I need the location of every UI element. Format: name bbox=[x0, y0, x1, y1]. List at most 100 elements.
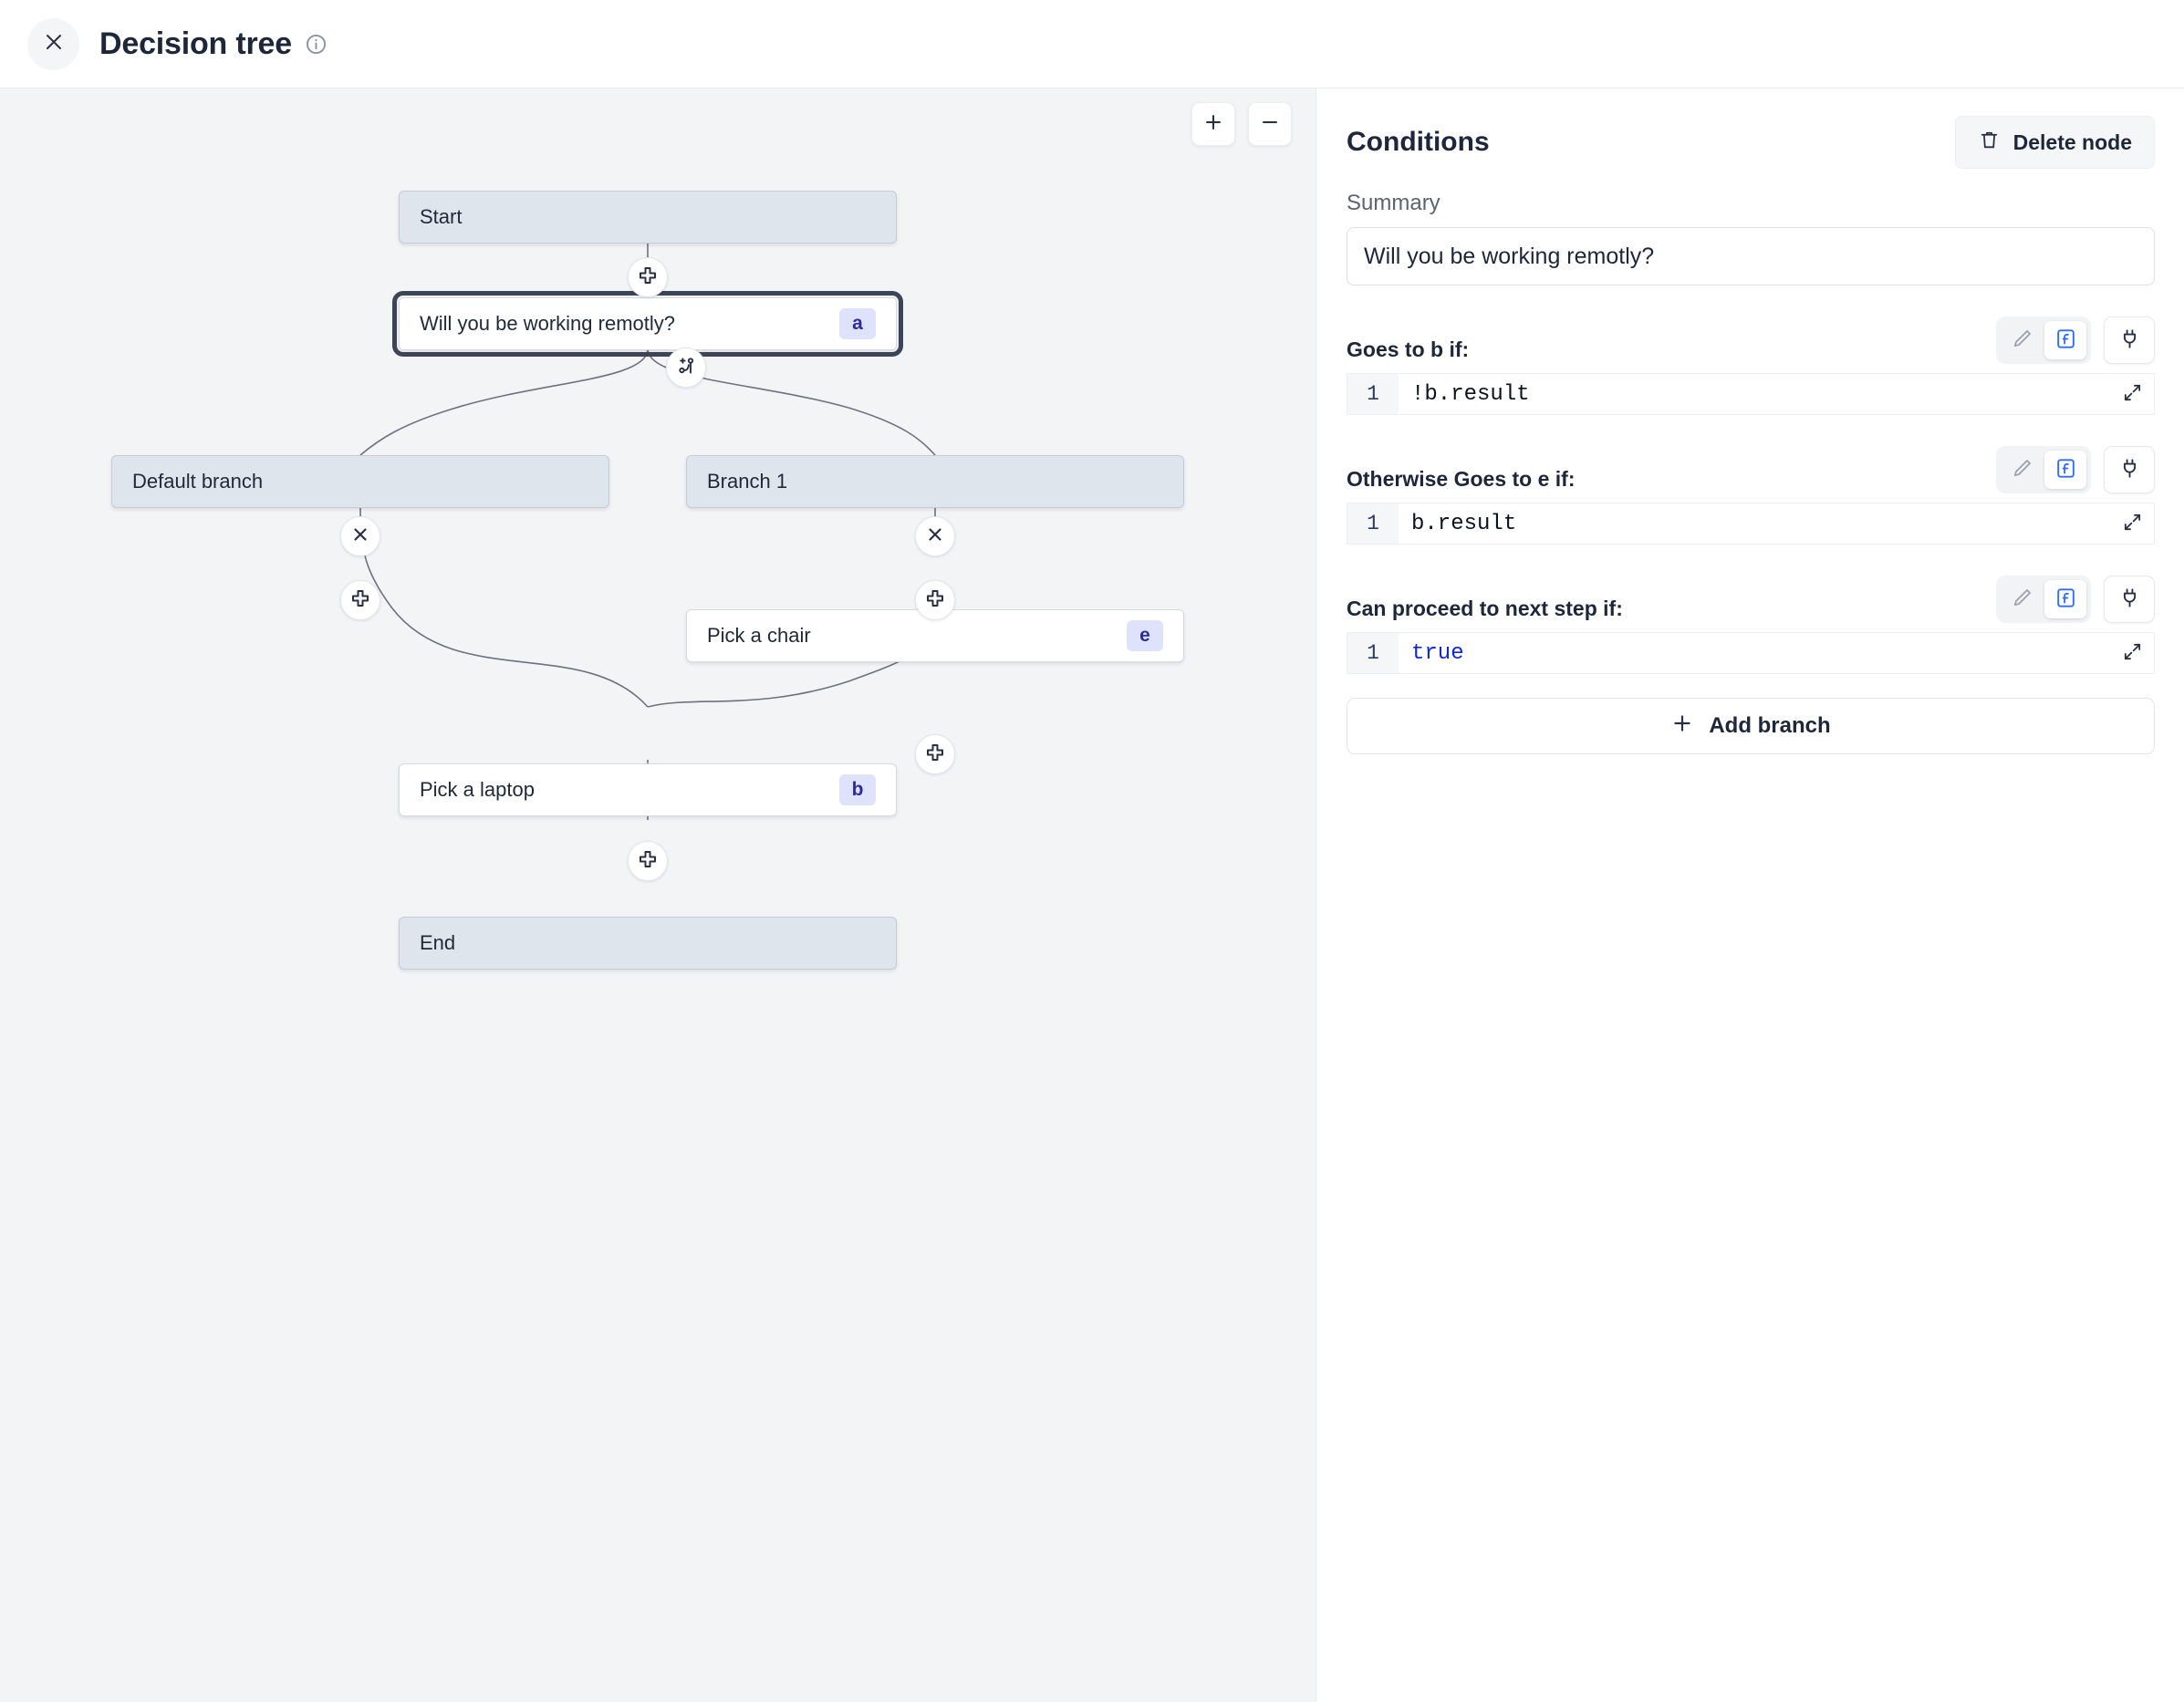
close-button[interactable] bbox=[27, 17, 79, 70]
condition-tools bbox=[1996, 576, 2155, 623]
editor-mode-toggle bbox=[1996, 317, 2091, 364]
zoom-out-button[interactable] bbox=[1248, 102, 1292, 146]
flow-graph: Start Will you be working remotly? a Def… bbox=[0, 88, 1316, 1702]
condition-label: Can proceed to next step if: bbox=[1347, 597, 1623, 620]
plug-icon-button[interactable] bbox=[2104, 446, 2155, 493]
delete-edge-button-default-branch[interactable] bbox=[340, 516, 380, 556]
plus-icon bbox=[1202, 111, 1224, 138]
editor-mode-toggle bbox=[1996, 446, 2091, 493]
function-icon bbox=[2054, 586, 2077, 612]
node-badge: a bbox=[839, 308, 876, 339]
code-editor-row[interactable]: 1 true bbox=[1347, 632, 2155, 674]
node-badge: b bbox=[839, 774, 876, 805]
expand-editor-button[interactable] bbox=[2114, 506, 2150, 543]
node-badge: e bbox=[1127, 620, 1163, 651]
pencil-icon bbox=[2011, 586, 2033, 612]
flow-node-branch-1[interactable]: Branch 1 bbox=[686, 455, 1184, 508]
editor-mode-toggle bbox=[1996, 576, 2091, 623]
condition-block-otherwise-goes-to-e: Otherwise Goes to e if: bbox=[1347, 446, 2155, 545]
plus-icon bbox=[637, 265, 659, 291]
code-line-number: 1 bbox=[1347, 374, 1399, 414]
delete-node-label: Delete node bbox=[2012, 130, 2132, 154]
add-step-button-pick-a-chair[interactable] bbox=[915, 734, 955, 774]
add-branch-button[interactable]: Add branch bbox=[1347, 698, 2155, 754]
pencil-icon-button[interactable] bbox=[2001, 451, 2043, 489]
node-label: Pick a laptop bbox=[420, 778, 535, 801]
code-content[interactable]: true bbox=[1399, 633, 2154, 673]
expand-editor-button[interactable] bbox=[2114, 377, 2150, 413]
code-content[interactable]: b.result bbox=[1399, 503, 2154, 544]
code-line-number: 1 bbox=[1347, 633, 1399, 673]
minus-icon bbox=[1259, 111, 1281, 138]
pencil-icon-button[interactable] bbox=[2001, 580, 2043, 618]
code-editor-row[interactable]: 1 !b.result bbox=[1347, 373, 2155, 415]
condition-header: Otherwise Goes to e if: bbox=[1347, 446, 2155, 493]
expand-icon bbox=[2122, 382, 2143, 408]
condition-header: Can proceed to next step if: bbox=[1347, 576, 2155, 623]
summary-label: Summary bbox=[1347, 191, 1440, 215]
flow-node-start[interactable]: Start bbox=[399, 191, 897, 244]
code-content[interactable]: !b.result bbox=[1399, 374, 2154, 414]
add-step-button-branch-1[interactable] bbox=[915, 580, 955, 620]
close-icon bbox=[349, 524, 371, 550]
node-label: Branch 1 bbox=[707, 470, 788, 493]
condition-tools bbox=[1996, 317, 2155, 364]
plug-icon-button[interactable] bbox=[2104, 576, 2155, 623]
code-line-number: 1 bbox=[1347, 503, 1399, 544]
pencil-icon bbox=[2011, 327, 2033, 353]
add-branch-label: Add branch bbox=[1709, 713, 1831, 738]
node-label: Start bbox=[420, 205, 463, 228]
delete-node-button[interactable]: Delete node bbox=[1954, 116, 2155, 169]
add-step-button-pick-a-laptop[interactable] bbox=[628, 841, 668, 881]
app-header: Decision tree bbox=[0, 0, 2184, 88]
function-icon-button[interactable] bbox=[2044, 451, 2086, 489]
function-icon bbox=[2054, 457, 2077, 483]
delete-edge-button-branch-1[interactable] bbox=[915, 516, 955, 556]
plus-icon bbox=[1670, 711, 1694, 742]
condition-header: Goes to b if: bbox=[1347, 317, 2155, 364]
add-step-button-default-branch[interactable] bbox=[340, 580, 380, 620]
conditions-panel: Conditions Delete node Summary Goes to b… bbox=[1317, 88, 2184, 1702]
plug-icon bbox=[2118, 327, 2141, 353]
close-icon bbox=[924, 524, 946, 550]
plug-icon-button[interactable] bbox=[2104, 317, 2155, 364]
flow-node-default-branch[interactable]: Default branch bbox=[111, 455, 609, 508]
condition-block-can-proceed: Can proceed to next step if: bbox=[1347, 576, 2155, 674]
function-icon-button[interactable] bbox=[2044, 580, 2086, 618]
zoom-controls bbox=[1191, 102, 1292, 146]
pencil-icon-button[interactable] bbox=[2001, 321, 2043, 359]
condition-label: Goes to b if: bbox=[1347, 337, 1470, 361]
zoom-in-button[interactable] bbox=[1191, 102, 1235, 146]
add-step-button-start-decision[interactable] bbox=[628, 257, 668, 297]
node-label: Default branch bbox=[132, 470, 264, 493]
info-icon[interactable] bbox=[305, 33, 328, 56]
flow-node-pick-a-laptop[interactable]: Pick a laptop b bbox=[399, 763, 897, 816]
code-editor-row[interactable]: 1 b.result bbox=[1347, 503, 2155, 545]
plus-icon bbox=[924, 587, 946, 614]
trash-icon bbox=[1978, 129, 2001, 157]
flow-node-decision[interactable]: Will you be working remotly? a bbox=[392, 291, 903, 357]
expand-icon bbox=[2122, 512, 2143, 537]
expand-icon bbox=[2122, 641, 2143, 667]
plus-icon bbox=[637, 848, 659, 875]
add-branch-button-decision[interactable] bbox=[666, 348, 706, 388]
pencil-icon bbox=[2011, 457, 2033, 483]
node-label: Pick a chair bbox=[707, 624, 811, 647]
summary-input[interactable] bbox=[1347, 227, 2155, 285]
close-icon bbox=[43, 31, 65, 57]
function-icon-button[interactable] bbox=[2044, 321, 2086, 359]
condition-label: Otherwise Goes to e if: bbox=[1347, 467, 1576, 491]
flow-canvas[interactable]: Start Will you be working remotly? a Def… bbox=[0, 88, 1316, 1702]
function-icon bbox=[2054, 327, 2077, 353]
plus-icon bbox=[349, 587, 371, 614]
panel-header: Conditions Delete node bbox=[1347, 114, 2155, 171]
plug-icon bbox=[2118, 457, 2141, 483]
add-branch-icon bbox=[675, 355, 697, 381]
flow-node-end[interactable]: End bbox=[399, 917, 897, 970]
node-label: Will you be working remotly? bbox=[420, 312, 675, 335]
plug-icon bbox=[2118, 586, 2141, 612]
plus-icon bbox=[924, 742, 946, 768]
node-label: End bbox=[420, 931, 456, 954]
expand-editor-button[interactable] bbox=[2114, 636, 2150, 672]
page-title: Decision tree bbox=[99, 26, 292, 61]
